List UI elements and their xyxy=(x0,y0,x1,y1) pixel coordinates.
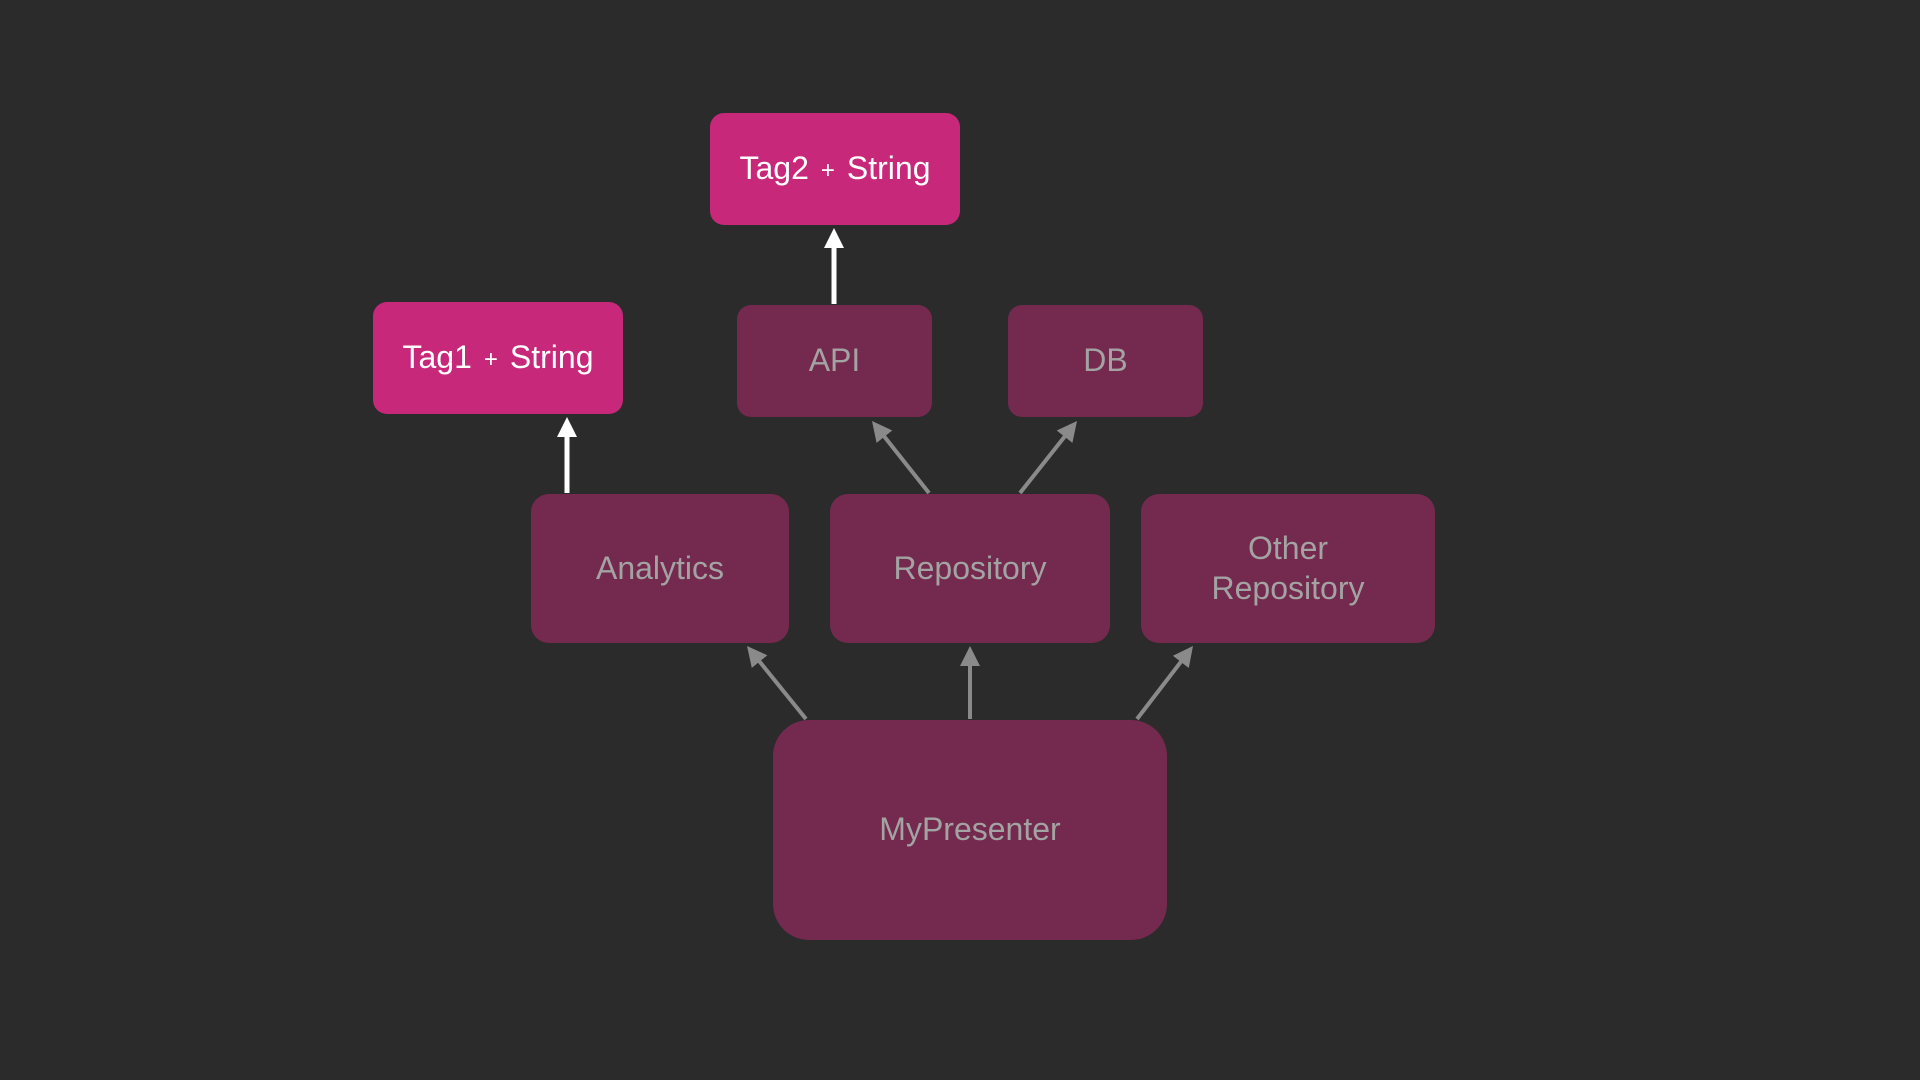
analytics-label: Analytics xyxy=(595,549,725,586)
repository-label: Repository xyxy=(893,549,1047,586)
mypresenter-label: MyPresenter xyxy=(879,811,1061,848)
arrow-repository-to-db xyxy=(1018,421,1077,495)
arrow-head-icon xyxy=(960,646,980,666)
arrow-api-to-tag2 xyxy=(824,228,844,304)
tag2-string-node: Tag2 + String xyxy=(710,113,960,225)
api-label: API xyxy=(808,342,861,379)
arrow-repository-to-api xyxy=(872,421,931,495)
plus-sign: + xyxy=(483,346,498,374)
plus-sign: + xyxy=(820,157,835,185)
arrow-shaft xyxy=(881,433,931,495)
string-label: String xyxy=(509,339,594,376)
tag1-string-node: Tag1 + String xyxy=(373,302,623,414)
arrow-head-icon xyxy=(824,228,844,248)
other-repository-node: Other Repository xyxy=(1141,494,1435,643)
mypresenter-node: MyPresenter xyxy=(773,720,1167,940)
tag2-label: Tag2 xyxy=(739,150,809,187)
arrow-shaft xyxy=(1018,433,1068,495)
db-node: DB xyxy=(1008,305,1203,417)
arrow-head-icon xyxy=(872,421,893,443)
arrow-head-icon xyxy=(1056,421,1077,443)
arrow-mypresenter-to-analytics xyxy=(747,646,808,721)
db-label: DB xyxy=(1083,342,1128,379)
arrow-shaft xyxy=(756,658,808,721)
repository-node: Repository xyxy=(830,494,1110,643)
string-label: String xyxy=(846,150,931,187)
other-repository-label-line2: Repository xyxy=(1211,569,1365,606)
arrow-analytics-to-tag1 xyxy=(557,417,577,493)
api-node: API xyxy=(737,305,932,417)
analytics-node: Analytics xyxy=(531,494,789,643)
arrow-head-icon xyxy=(557,417,577,437)
arrow-shaft xyxy=(1135,659,1184,721)
tag1-label: Tag1 xyxy=(402,339,472,376)
arrow-mypresenter-to-other_repository xyxy=(1135,646,1193,721)
other-repository-label-line1: Other xyxy=(1247,530,1329,567)
arrow-head-icon xyxy=(1172,646,1193,668)
arrow-mypresenter-to-repository xyxy=(960,646,980,719)
arrow-head-icon xyxy=(747,646,768,668)
